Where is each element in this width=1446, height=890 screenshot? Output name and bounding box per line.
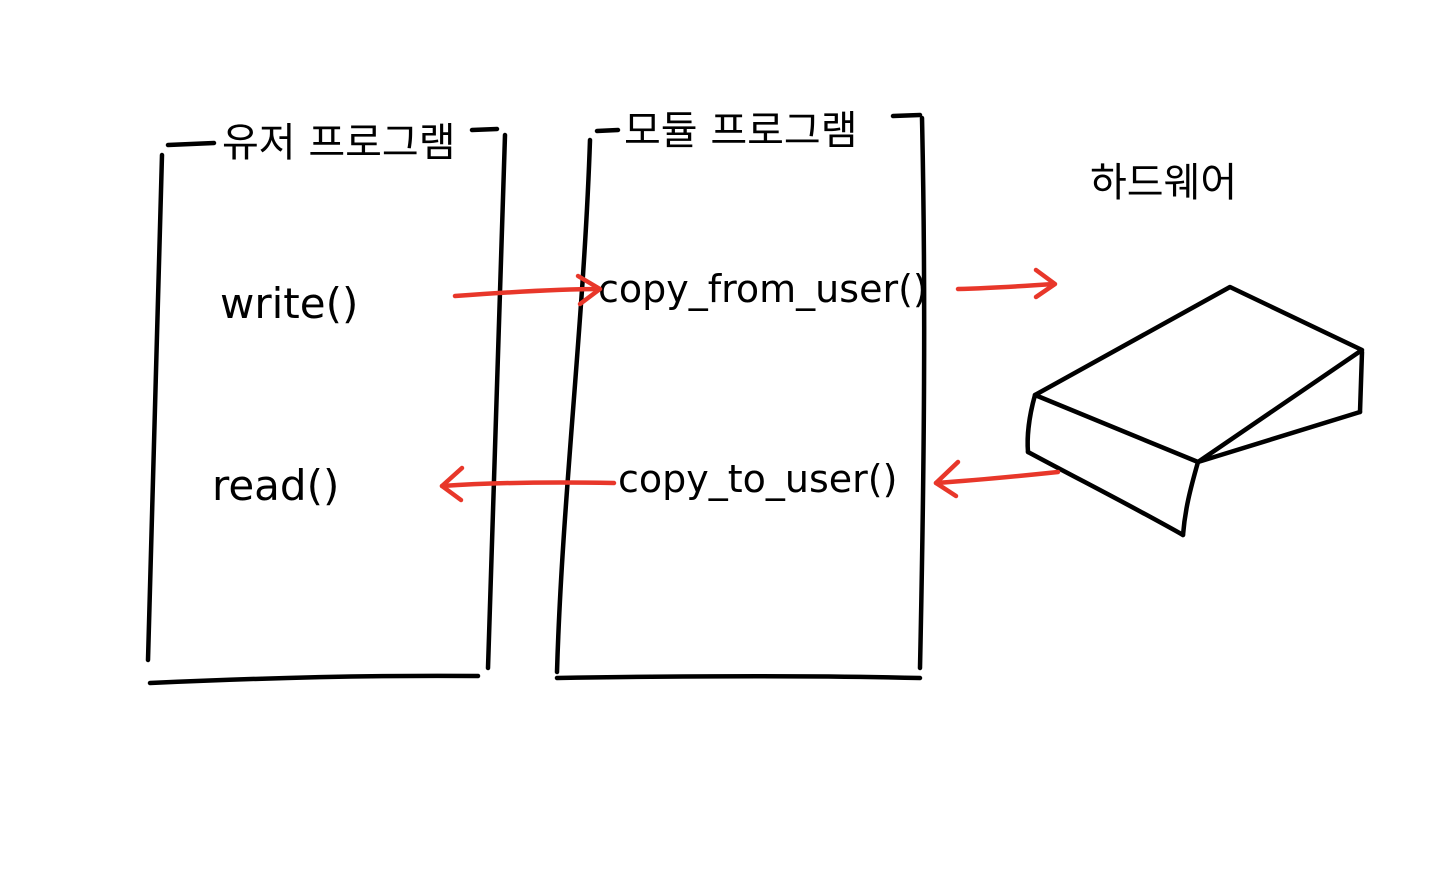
arrow-copy-from-user-to-hardware [955,267,1058,300]
arrow-copy-to-user-to-read [439,465,617,503]
module-program-header: 모듈 프로그램 [624,108,858,154]
hardware-label: 하드웨어 [1090,160,1237,206]
read-function-label: read() [212,461,339,510]
box-device-icon [1025,284,1365,538]
user-program-box: 유저 프로그램 [145,120,508,686]
write-function-label: write() [220,279,358,328]
arrow-write-to-copy-from-user [452,273,603,307]
user-program-header: 유저 프로그램 [222,120,456,166]
copy-to-user-label: copy_to_user() [618,457,897,501]
copy-from-user-label: copy_from_user() [598,267,928,311]
arrow-hardware-to-copy-to-user [933,459,1061,499]
module-program-box: 모듈 프로그램 [554,108,927,681]
